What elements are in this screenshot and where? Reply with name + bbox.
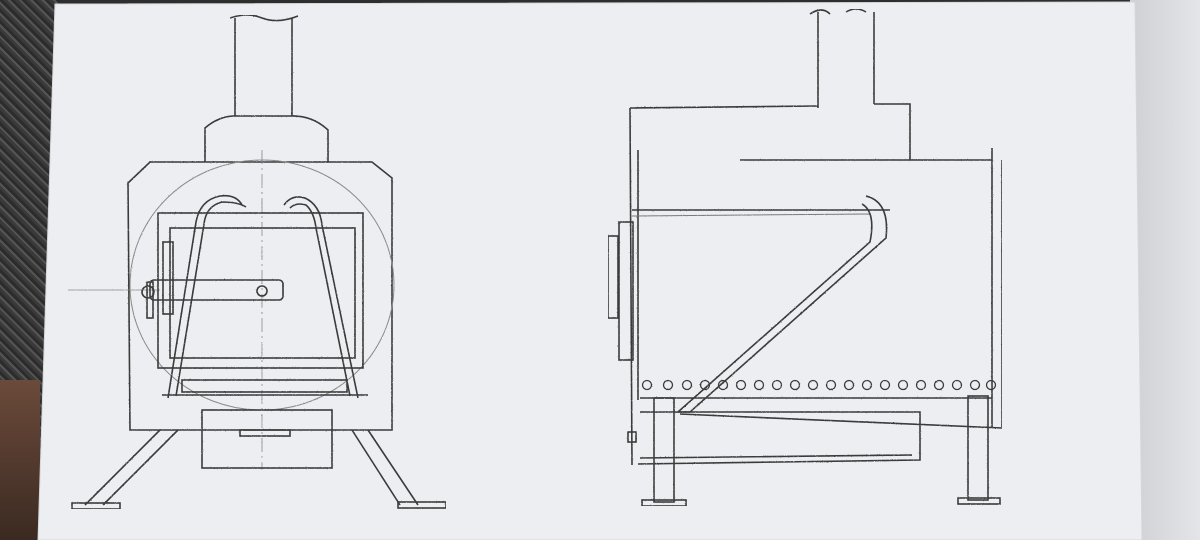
door-latch: [141, 279, 284, 319]
stove-body-front: [127, 161, 393, 431]
flue-box-side: [629, 103, 911, 160]
leg-side-rear: [967, 395, 989, 501]
heat-tube-right: [283, 196, 359, 399]
chimney-pipe-side: [809, 8, 875, 108]
door-frame-inner: [169, 227, 356, 359]
flue-collar: [204, 115, 329, 162]
foot-side-rear: [957, 497, 1001, 505]
background-object: [0, 380, 40, 540]
ash-slot: [181, 379, 348, 393]
background-right: [1130, 0, 1200, 540]
chimney-pipe-front: [229, 14, 299, 116]
heat-tube-left: [167, 194, 247, 399]
foot-side-front: [641, 499, 687, 507]
side-view: [607, 8, 1003, 507]
ash-drawer: [201, 409, 333, 469]
door-side: [618, 221, 634, 361]
ash-drawer-handle: [239, 429, 291, 437]
paper-sheet: [37, 1, 1143, 540]
air-holes-row: [641, 379, 997, 391]
door-hinge: [162, 241, 174, 315]
foot-front-right: [397, 501, 447, 509]
door-frame-outer: [157, 212, 364, 369]
foot-front-left: [71, 502, 121, 510]
stove-body-side: [629, 107, 1003, 466]
ash-drawer-knob: [627, 431, 637, 443]
leg-side-front: [653, 397, 675, 503]
door-hinge-side: [607, 235, 619, 319]
leg-front-left: [84, 429, 179, 506]
ash-drawer-side: [637, 411, 921, 465]
leg-front-right: [351, 429, 419, 506]
front-view: [68, 14, 447, 510]
